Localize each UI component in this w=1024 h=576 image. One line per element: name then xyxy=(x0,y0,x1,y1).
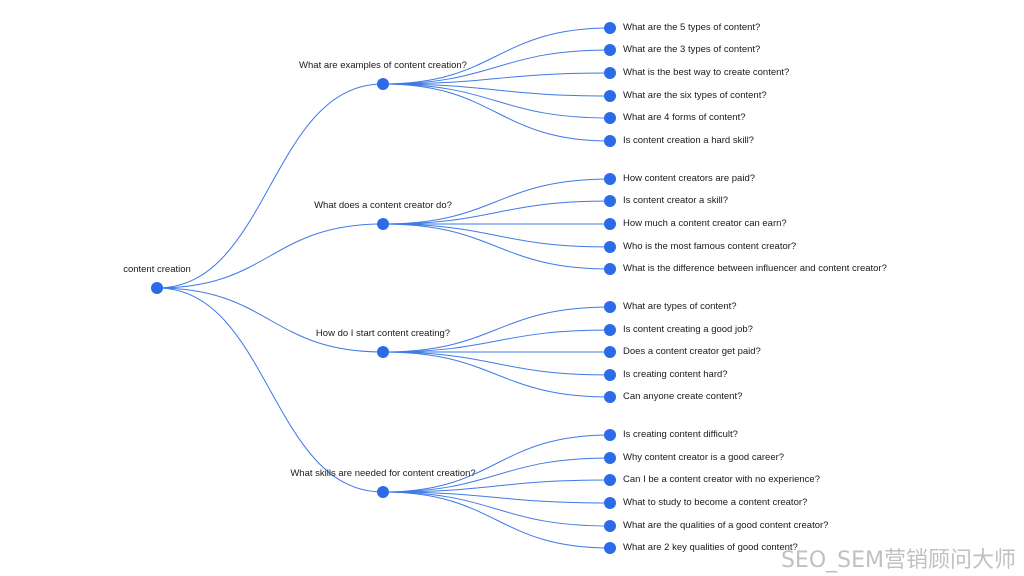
branch-to-leaf-edge xyxy=(382,491,611,527)
leaf-node[interactable] xyxy=(604,135,616,147)
leaf-label: Is content creation a hard skill? xyxy=(623,135,754,146)
leaf-label: Who is the most famous content creator? xyxy=(623,241,797,252)
branch-label: What are examples of content creation? xyxy=(299,60,467,71)
leaf-label: What are the 5 types of content? xyxy=(623,22,761,33)
branch-to-leaf-edge xyxy=(382,457,611,493)
branch-node[interactable] xyxy=(377,486,389,498)
leaf-node[interactable] xyxy=(604,195,616,207)
branch-node[interactable] xyxy=(377,346,389,358)
leaf-node[interactable] xyxy=(604,263,616,275)
root-label: content creation xyxy=(123,264,191,275)
branch-node[interactable] xyxy=(377,78,389,90)
watermark: SEO_SEM营销顾问大师 xyxy=(780,548,1016,573)
branch-node[interactable] xyxy=(377,218,389,230)
leaf-node[interactable] xyxy=(604,429,616,441)
branch-to-leaf-edge xyxy=(382,83,611,142)
leaf-node[interactable] xyxy=(604,369,616,381)
branch-to-leaf-edge xyxy=(382,329,611,353)
leaf-node[interactable] xyxy=(604,520,616,532)
branch-to-leaf-edge xyxy=(382,49,611,85)
leaf-node[interactable] xyxy=(604,173,616,185)
leaf-node[interactable] xyxy=(604,452,616,464)
root-to-branch-edge xyxy=(156,287,384,493)
branch-to-leaf-edge xyxy=(382,223,611,270)
leaf-node[interactable] xyxy=(604,22,616,34)
branch-to-leaf-edge xyxy=(382,351,611,398)
branch-to-leaf-edge xyxy=(382,223,611,248)
branch-to-leaf-edge xyxy=(382,479,611,493)
leaf-label: How much a content creator can earn? xyxy=(623,218,787,229)
leaf-label: What is the difference between influence… xyxy=(623,263,887,274)
leaf-node[interactable] xyxy=(604,324,616,336)
leaf-label: What is the best way to create content? xyxy=(623,67,790,78)
branch-to-leaf-edge xyxy=(382,351,611,376)
leaf-node[interactable] xyxy=(604,90,616,102)
leaf-label: What are 4 forms of content? xyxy=(623,112,746,123)
branch-to-leaf-edge xyxy=(382,491,611,504)
leaf-label: Can I be a content creator with no exper… xyxy=(623,474,820,485)
leaf-node[interactable] xyxy=(604,44,616,56)
root-to-branch-edge xyxy=(156,83,384,289)
leaf-node[interactable] xyxy=(604,497,616,509)
branch-to-leaf-edge xyxy=(382,178,611,225)
leaf-node[interactable] xyxy=(604,112,616,124)
root-to-branch-edge xyxy=(156,223,384,289)
leaf-label: What to study to become a content creato… xyxy=(623,497,808,508)
leaf-label: Is content creator a skill? xyxy=(623,195,729,206)
leaf-label: Is content creating a good job? xyxy=(623,324,753,335)
branch-to-leaf-edge xyxy=(382,83,611,97)
leaf-label: How content creators are paid? xyxy=(623,173,756,184)
branch-to-leaf-edge xyxy=(382,72,611,85)
leaf-label: Is creating content difficult? xyxy=(623,429,738,440)
branch-to-leaf-edge xyxy=(382,200,611,225)
leaf-node[interactable] xyxy=(604,301,616,313)
branch-to-leaf-edge xyxy=(382,27,611,85)
branch-label: What skills are needed for content creat… xyxy=(290,468,476,479)
branch-to-leaf-edge xyxy=(382,306,611,353)
leaf-node[interactable] xyxy=(604,218,616,230)
leaf-node[interactable] xyxy=(604,241,616,253)
leaf-label: What are the 3 types of content? xyxy=(623,44,761,55)
leaf-node[interactable] xyxy=(604,391,616,403)
branch-to-leaf-edge xyxy=(382,83,611,119)
root-node[interactable] xyxy=(151,282,163,294)
leaf-label: What are the six types of content? xyxy=(623,90,767,101)
branch-label: What does a content creator do? xyxy=(314,200,452,211)
leaf-node[interactable] xyxy=(604,346,616,358)
leaf-label: What are 2 key qualities of good content… xyxy=(623,542,798,553)
branch-label: How do I start content creating? xyxy=(315,328,451,339)
leaf-node[interactable] xyxy=(604,542,616,554)
branch-to-leaf-edge xyxy=(382,491,611,549)
root-to-branch-edge xyxy=(156,287,384,353)
leaf-label: What are types of content? xyxy=(623,301,737,312)
leaf-label: Is creating content hard? xyxy=(623,369,728,380)
leaf-node[interactable] xyxy=(604,474,616,486)
leaf-label: What are the qualities of a good content… xyxy=(623,520,829,531)
leaf-node[interactable] xyxy=(604,67,616,79)
branch-to-leaf-edge xyxy=(382,434,611,493)
leaf-label: Can anyone create content? xyxy=(623,391,743,402)
leaf-label: Does a content creator get paid? xyxy=(623,346,761,357)
leaf-label: Why content creator is a good career? xyxy=(623,452,785,463)
